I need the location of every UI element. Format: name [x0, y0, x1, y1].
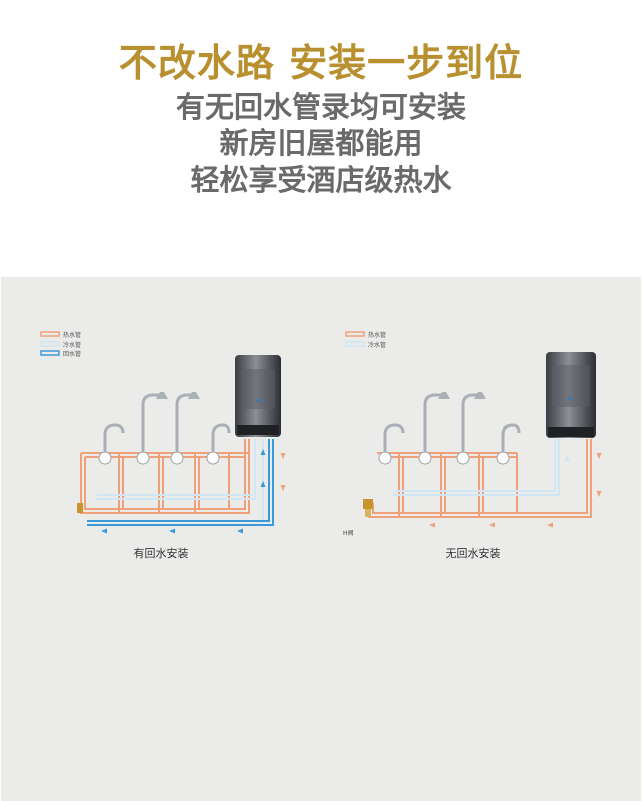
- right-shower-heads: [438, 392, 486, 399]
- left-faucet-heads: [98, 451, 220, 465]
- right-hot-arrows: [429, 453, 602, 528]
- legend-cold-label: 冷水管: [368, 341, 386, 349]
- headline: 不改水路 安装一步到位: [118, 41, 524, 85]
- legend-cold-label: 冷水管: [63, 341, 81, 349]
- faucet-icon: [98, 451, 112, 465]
- shower-icon: [456, 451, 470, 465]
- legend-hot-swatch: [345, 331, 365, 337]
- water-heater-right: [546, 352, 596, 438]
- right-diagram: 热水管 冷水管: [343, 331, 602, 560]
- left-hot-arrows: [280, 453, 286, 491]
- right-cold-pipe: [393, 439, 560, 496]
- legend-hot-label: 热水管: [368, 331, 386, 339]
- legend-hot-label: 热水管: [63, 331, 81, 339]
- left-return-pipe: [87, 439, 274, 526]
- subheadline-2: 新房旧屋都能用: [219, 126, 423, 160]
- subheadline-3: 轻松享受酒店级热水: [190, 163, 452, 197]
- faucet-icon: [378, 451, 392, 465]
- water-heater-left: [235, 355, 281, 437]
- h-valve-icon: [363, 499, 373, 517]
- legend-cold-swatch: [40, 341, 60, 347]
- installation-diagrams: 热水管 冷水管 回水管: [40, 331, 602, 560]
- shower-icon: [170, 451, 184, 465]
- left-fixtures: [103, 393, 231, 452]
- right-cold-arrows: [564, 455, 570, 461]
- subheadline-1: 有无回水管录均可安装: [175, 90, 466, 124]
- legend-hot-swatch: [40, 331, 60, 337]
- legend-cold-swatch: [345, 341, 365, 347]
- right-caption: 无回水安装: [446, 546, 501, 560]
- diagram-panel: 热水管 冷水管 回水管: [1, 277, 641, 801]
- faucet-icon: [206, 451, 220, 465]
- left-flow-arrows: [101, 449, 266, 534]
- left-diagram: 热水管 冷水管 回水管: [40, 331, 286, 560]
- left-hot-pipe: [80, 439, 250, 514]
- left-cold-pipe: [95, 439, 264, 523]
- left-shower-heads: [156, 392, 200, 399]
- legend-return-swatch: [40, 350, 60, 356]
- right-hot-pipe: [368, 439, 592, 518]
- h-valve-label: H阀: [343, 529, 354, 537]
- right-legend: 热水管 冷水管: [345, 331, 386, 349]
- faucet-icon: [496, 451, 510, 465]
- legend-return-label: 回水管: [63, 350, 81, 358]
- shower-icon: [136, 451, 150, 465]
- shower-icon: [418, 451, 432, 465]
- left-valve-icon: [77, 503, 83, 513]
- header: 不改水路 安装一步到位 有无回水管录均可安装 新房旧屋都能用 轻松享受酒店级热水: [0, 0, 642, 276]
- left-caption: 有回水安装: [134, 546, 189, 560]
- right-faucet-heads: [378, 451, 510, 465]
- right-fixtures: [383, 393, 521, 452]
- left-legend: 热水管 冷水管 回水管: [40, 331, 81, 358]
